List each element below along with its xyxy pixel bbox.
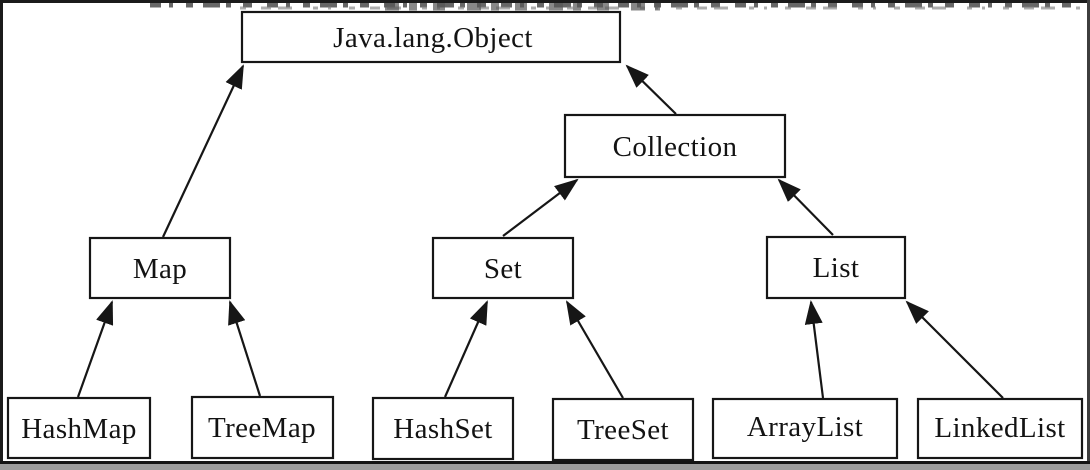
hashset-box xyxy=(371,396,515,461)
set-box xyxy=(431,236,575,300)
treemap-label: TreeMap xyxy=(208,412,316,444)
linkedlist-label: LinkedList xyxy=(934,412,1065,444)
edge-hashset-to-set xyxy=(443,300,489,398)
frame-bottom-band xyxy=(0,464,1090,470)
map-box xyxy=(88,236,232,300)
arraylist-label: ArrayList xyxy=(747,411,863,443)
edge-linkedlist-to-list xyxy=(905,300,1004,399)
edges xyxy=(76,64,1004,399)
node-treeset: TreeSet xyxy=(551,397,695,462)
node-collection: Collection xyxy=(563,113,787,179)
hashmap-label: HashMap xyxy=(21,413,137,445)
treeset-label: TreeSet xyxy=(577,414,669,446)
node-set: Set xyxy=(431,236,575,300)
edge-set-to-collection xyxy=(502,178,579,237)
node-linkedlist: LinkedList xyxy=(916,397,1084,460)
edge-hashmap-to-map xyxy=(76,300,114,398)
edge-treemap-to-map xyxy=(228,300,262,397)
frame-right xyxy=(1087,0,1090,470)
map-label: Map xyxy=(133,253,187,285)
node-map: Map xyxy=(88,236,232,300)
frame-left xyxy=(0,0,3,470)
edge-treeset-to-set xyxy=(565,300,624,399)
frame-bottom-line xyxy=(0,461,1090,465)
node-list: List xyxy=(765,235,907,300)
node-treemap: TreeMap xyxy=(190,395,335,460)
hashset-label: HashSet xyxy=(393,413,492,445)
edge-arraylist-to-list xyxy=(804,300,825,399)
treeset-box xyxy=(551,397,695,462)
collection-box xyxy=(563,113,787,179)
node-hashset: HashSet xyxy=(371,396,515,461)
treemap-box xyxy=(190,395,335,460)
object-label: Java.lang.Object xyxy=(333,22,533,54)
linkedlist-box xyxy=(916,397,1084,460)
node-hashmap: HashMap xyxy=(6,396,152,460)
collection-label: Collection xyxy=(613,131,738,163)
list-box xyxy=(765,235,907,300)
list-label: List xyxy=(813,252,860,284)
edge-map-to-object xyxy=(162,64,244,238)
arraylist-box xyxy=(711,397,899,460)
scan-noise xyxy=(150,0,1086,11)
node-arraylist: ArrayList xyxy=(711,397,899,460)
object-box xyxy=(240,10,622,64)
node-object: Java.lang.Object xyxy=(240,10,622,64)
set-label: Set xyxy=(484,253,522,285)
edge-list-to-collection xyxy=(777,178,834,236)
edge-collection-to-object xyxy=(625,64,677,115)
hashmap-box xyxy=(6,396,152,460)
frame-top xyxy=(0,0,1090,3)
